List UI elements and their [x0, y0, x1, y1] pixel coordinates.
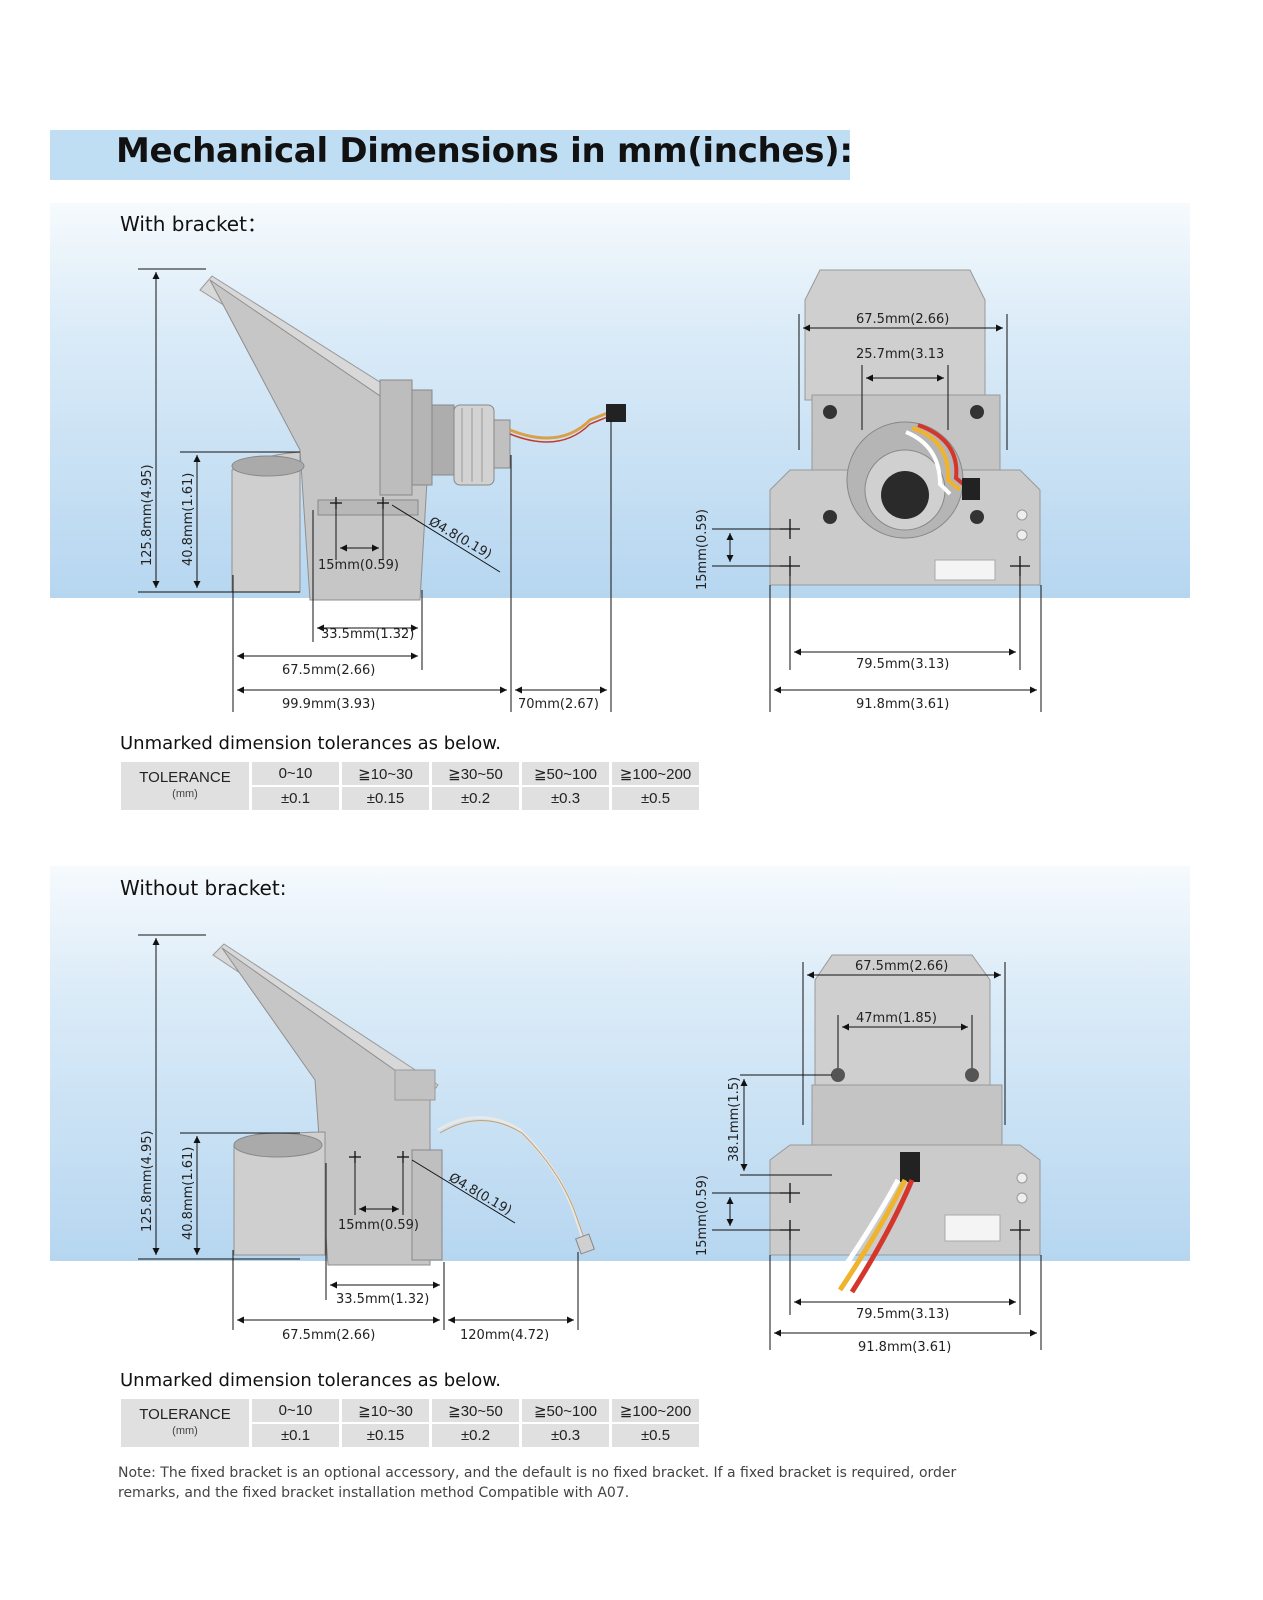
back2-dim-hole-h: 79.5mm(3.13) — [856, 1307, 949, 1322]
back-dim-inner: 25.7mm(3.13 — [856, 347, 944, 362]
back2-dim-height: 38.1mm(1.5) — [727, 1077, 742, 1162]
sensor-side-illustration — [199, 275, 626, 601]
without-bracket-back-view: 67.5mm(2.66) 47mm(1.85) 38.1mm(1.5) 15mm… — [695, 954, 1042, 1355]
dim-height-body: 40.8mm(1.61) — [181, 473, 196, 566]
tolerance-header-cell: TOLERANCE (mm) — [121, 1399, 249, 1447]
with-bracket-label: With bracket： — [120, 212, 267, 236]
back-dim-hole-h: 79.5mm(3.13) — [856, 657, 949, 672]
back-dim-hole-v: 15mm(0.59) — [695, 509, 710, 590]
dim2-hole-diameter: Ø4.8(0.19) — [446, 1170, 514, 1218]
tolerance-caption-1: Unmarked dimension tolerances as below. — [120, 733, 502, 754]
sensor-back-illustration — [769, 269, 1041, 586]
without-bracket-label: Without bracket: — [120, 876, 287, 900]
tolerance-value: ±0.1 — [252, 787, 339, 810]
tolerance-value: ±0.15 — [342, 1424, 429, 1447]
tolerance-range: 0~10 — [252, 762, 339, 785]
back2-dim-total: 91.8mm(3.61) — [858, 1340, 951, 1355]
dim-height-total: 125.8mm(4.95) — [140, 464, 155, 566]
tolerance-range: ≧50~100 — [522, 1399, 609, 1422]
dim2-body-width: 67.5mm(2.66) — [282, 1328, 375, 1343]
dim-offset: 33.5mm(1.32) — [321, 627, 414, 642]
without-bracket-side-view: 125.8mm(4.95) 40.8mm(1.61) 15mm(0.59) Ø4… — [138, 934, 595, 1343]
back2-dim-width: 67.5mm(2.66) — [855, 959, 948, 974]
tolerance-header: TOLERANCE — [139, 769, 231, 786]
tolerance-range: ≧50~100 — [522, 762, 609, 785]
tolerance-header-cell: TOLERANCE (mm) — [121, 762, 249, 810]
dim-cable-length: 70mm(2.67) — [518, 697, 599, 712]
dim2-hole-spacing: 15mm(0.59) — [338, 1218, 419, 1233]
dim-hole-diameter: Ø4.8(0.19) — [426, 514, 494, 562]
page-title: Mechanical Dimensions in mm(inches): — [116, 131, 853, 171]
dim2-height-body: 40.8mm(1.61) — [181, 1147, 196, 1240]
footer-note: Note: The fixed bracket is an optional a… — [118, 1465, 957, 1501]
tolerance-value: ±0.3 — [522, 787, 609, 810]
tolerance-value: ±0.3 — [522, 1424, 609, 1447]
back2-dim-hole-v: 15mm(0.59) — [695, 1175, 710, 1256]
back-dim-width: 67.5mm(2.66) — [856, 312, 949, 327]
sensor-side-illustration-2 — [212, 943, 595, 1266]
tolerance-range: ≧100~200 — [612, 1399, 699, 1422]
tolerance-value: ±0.15 — [342, 787, 429, 810]
tolerance-range: ≧10~30 — [342, 762, 429, 785]
tolerance-range: ≧30~50 — [432, 762, 519, 785]
tolerance-caption-2: Unmarked dimension tolerances as below. — [120, 1370, 502, 1391]
tolerance-value: ±0.1 — [252, 1424, 339, 1447]
tolerance-unit: (mm) — [172, 788, 198, 800]
back2-dim-inner: 47mm(1.85) — [856, 1011, 937, 1026]
with-bracket-side-view: 125.8mm(4.95) 40.8mm(1.61) 15mm(0.59) Ø4… — [138, 268, 626, 712]
tolerance-unit: (mm) — [172, 1425, 198, 1437]
dim2-cable-length: 120mm(4.72) — [460, 1328, 549, 1343]
title-band — [50, 130, 850, 180]
dim2-height-total: 125.8mm(4.95) — [140, 1130, 155, 1232]
tolerance-value: ±0.5 — [612, 787, 699, 810]
tolerance-table-2: TOLERANCE (mm) 0~10 ≧10~30 ≧30~50 ≧50~10… — [118, 1397, 702, 1449]
tolerance-range: ≧10~30 — [342, 1399, 429, 1422]
back-dim-total: 91.8mm(3.61) — [856, 697, 949, 712]
dim-total-length: 99.9mm(3.93) — [282, 697, 375, 712]
tolerance-range: 0~10 — [252, 1399, 339, 1422]
tolerance-range: ≧30~50 — [432, 1399, 519, 1422]
sensor-back-illustration-2 — [769, 954, 1041, 1294]
dim-hole-spacing: 15mm(0.59) — [318, 558, 399, 573]
tolerance-range: ≧100~200 — [612, 762, 699, 785]
tolerance-value: ±0.2 — [432, 787, 519, 810]
tolerance-value: ±0.2 — [432, 1424, 519, 1447]
tolerance-value: ±0.5 — [612, 1424, 699, 1447]
tolerance-header: TOLERANCE — [139, 1406, 231, 1423]
dim2-offset: 33.5mm(1.32) — [336, 1292, 429, 1307]
dim-body-width: 67.5mm(2.66) — [282, 663, 375, 678]
tolerance-table-1: TOLERANCE (mm) 0~10 ≧10~30 ≧30~50 ≧50~10… — [118, 760, 702, 812]
with-bracket-back-view: 67.5mm(2.66) 25.7mm(3.13 15mm(0.59) 79.5… — [695, 269, 1042, 712]
